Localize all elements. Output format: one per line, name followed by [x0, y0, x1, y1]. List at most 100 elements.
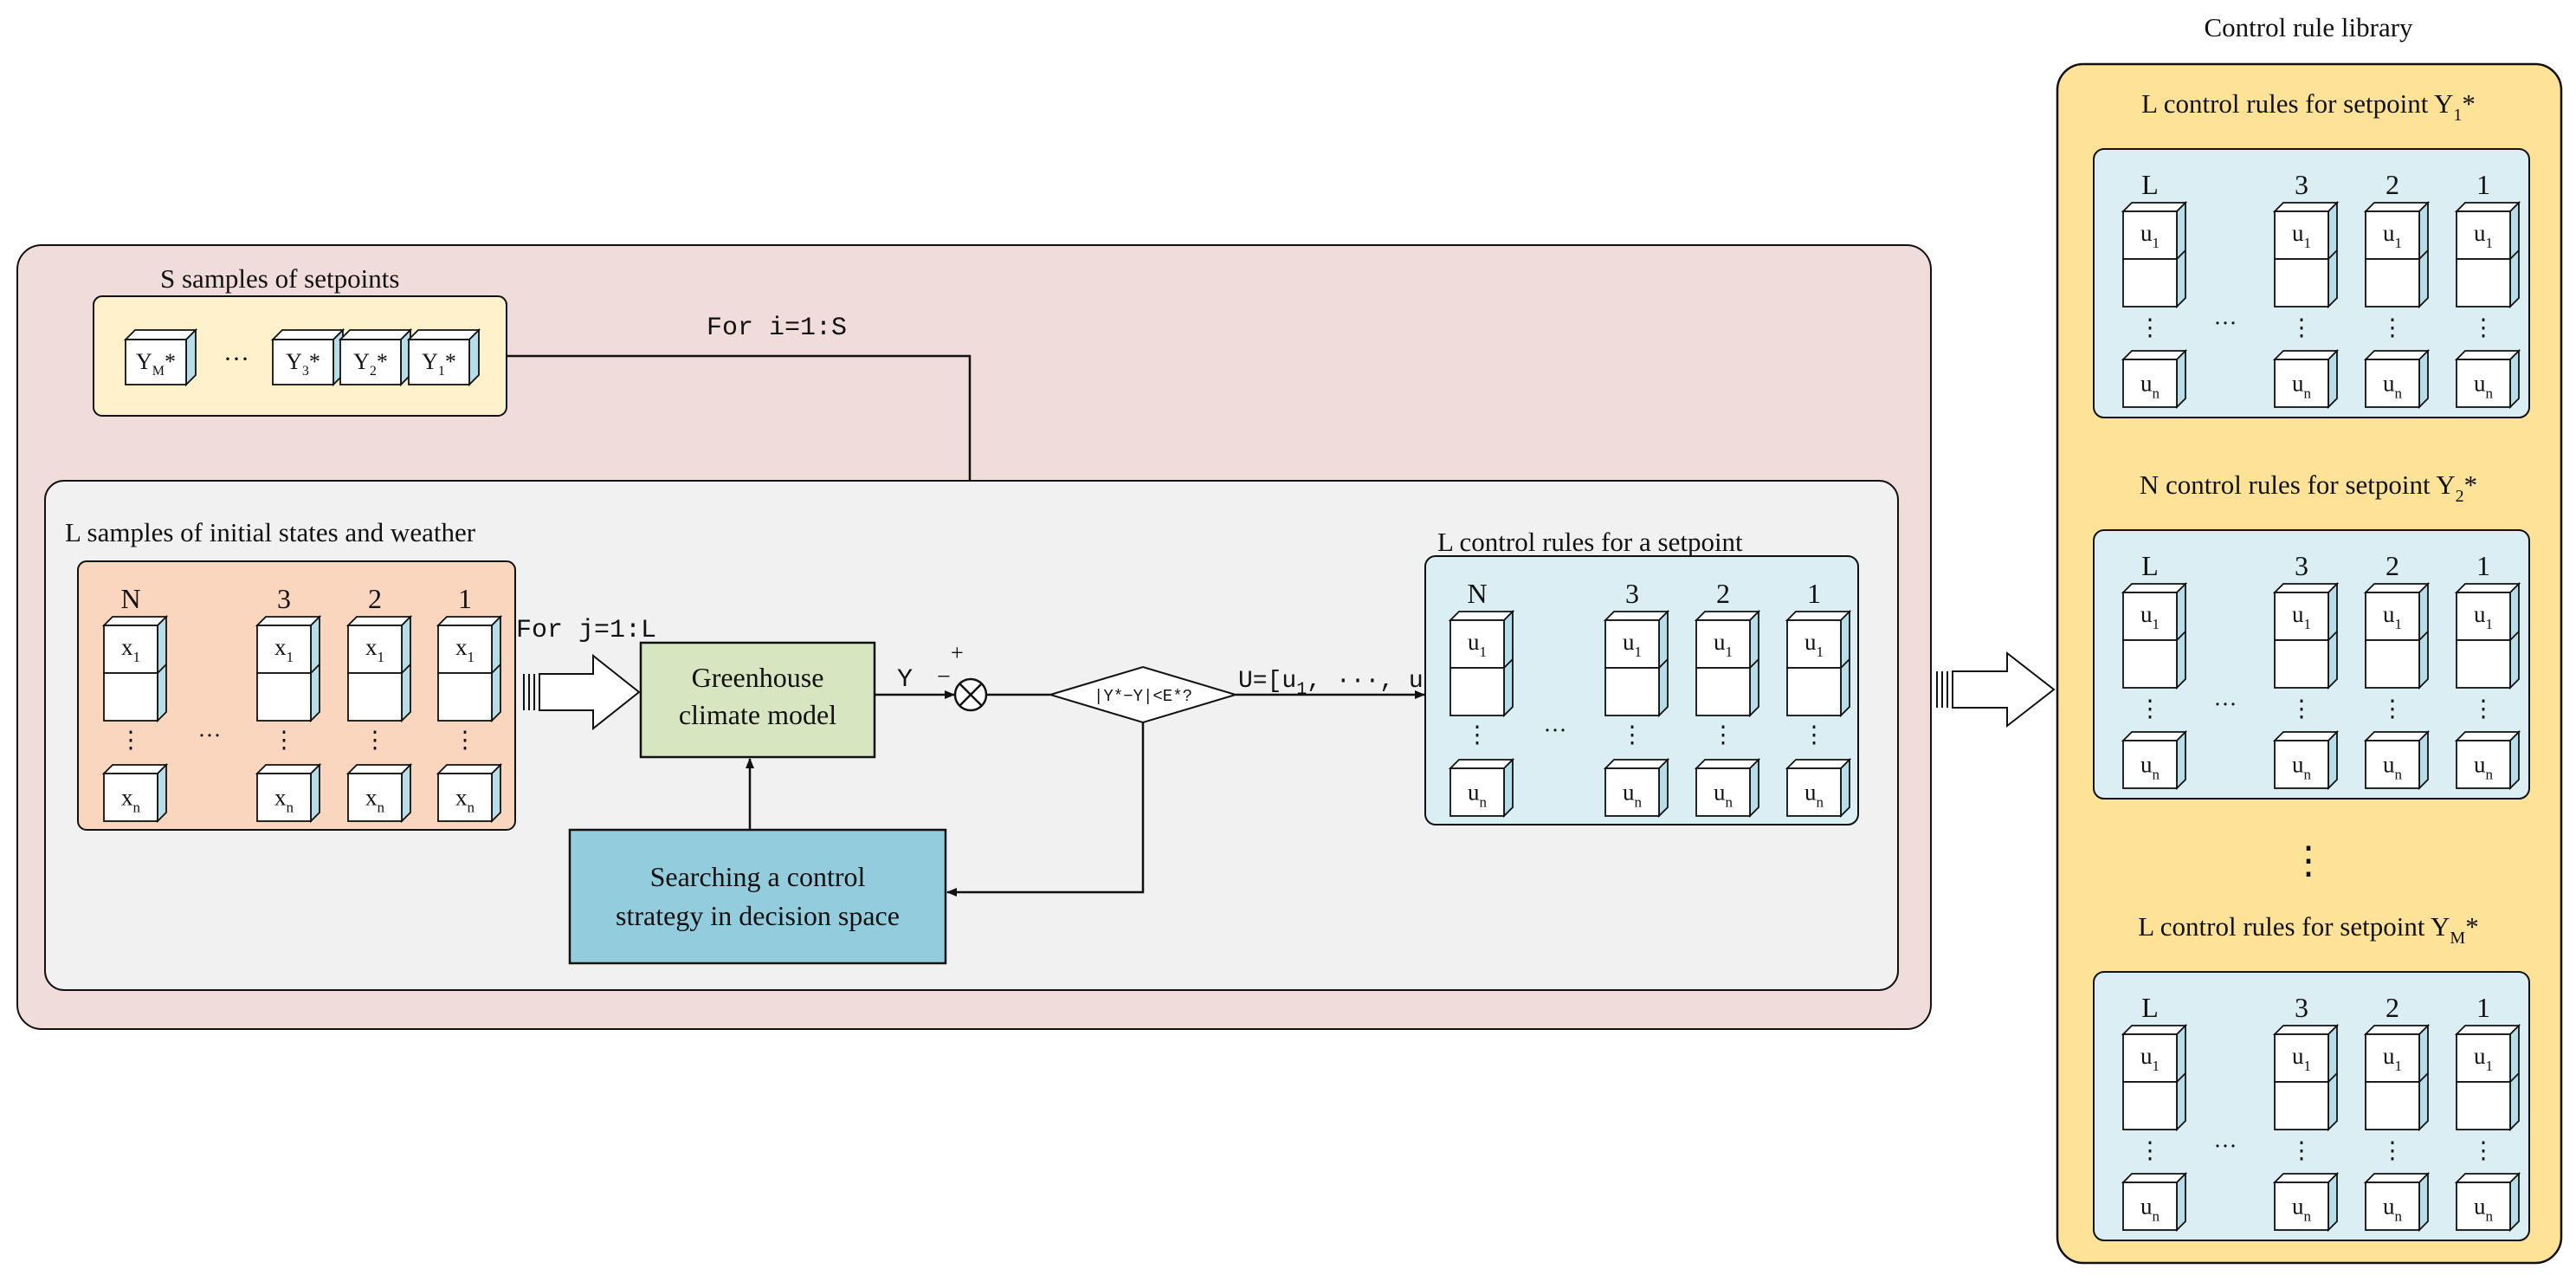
- column-vdots: ⋮: [1803, 722, 1826, 748]
- bottom-element-label: xn: [274, 784, 294, 815]
- bottom-element-label: xn: [365, 784, 385, 815]
- top-element-stack: [345, 614, 413, 723]
- top-element-label: u1: [2474, 601, 2493, 632]
- top-element-stack: [101, 614, 169, 723]
- bottom-element-cube: [2363, 348, 2431, 410]
- column-header: 1: [1807, 578, 1821, 609]
- top-element-stack: [1694, 609, 1761, 718]
- bottom-element-cube: [1694, 757, 1761, 819]
- initial-states-title: L samples of initial states and weather: [65, 517, 476, 547]
- setpoint-ellipsis: ···: [223, 345, 249, 373]
- setpoint-cubes: YM*Y3*Y2*Y1*: [123, 327, 481, 387]
- setpoint-cube: [270, 327, 345, 387]
- bottom-element-cube: [436, 762, 503, 824]
- bottom-element-cube: [2454, 348, 2521, 410]
- top-element-label: u1: [2383, 601, 2402, 632]
- setpoint-cube-label: Y1*: [422, 349, 456, 379]
- column-header: N: [120, 583, 140, 614]
- column-vdots: ⋮: [454, 727, 477, 753]
- signal-y-label: Y: [897, 665, 913, 695]
- column-vdots: ⋮: [119, 727, 143, 753]
- setpoint-cube: [406, 327, 481, 387]
- top-element-label: u1: [1468, 629, 1487, 660]
- bottom-element-label: xn: [121, 784, 141, 815]
- column-vdots: ⋮: [2381, 1137, 2405, 1163]
- bottom-element-label: un: [2292, 751, 2312, 782]
- column-vdots: ⋮: [364, 727, 387, 753]
- bottom-element-cube: [101, 762, 169, 824]
- library-groups: L control rules for setpoint Y1*Lu1⋮un3u…: [2093, 88, 2530, 1241]
- column-vdots: ⋮: [1621, 722, 1644, 748]
- column-vdots: ⋮: [2472, 1137, 2495, 1163]
- top-element-label: u1: [2140, 220, 2160, 251]
- library-hollow-arrow: [1936, 651, 2056, 728]
- column-vdots: ⋮: [1712, 722, 1735, 748]
- column-header: L: [2141, 992, 2159, 1023]
- bottom-element-cube: [2272, 1171, 2340, 1233]
- top-element-label: u1: [2383, 220, 2402, 251]
- top-element-label: u1: [2292, 601, 2311, 632]
- bottom-element-cube: [255, 762, 322, 824]
- library-title: Control rule library: [2204, 12, 2413, 42]
- plus-sign: +: [951, 640, 964, 665]
- bottom-element-label: un: [2383, 370, 2403, 401]
- input-hollow-arrow: [523, 653, 641, 731]
- bottom-element-label: un: [2292, 370, 2312, 401]
- greenhouse-model-line2: climate model: [679, 699, 836, 730]
- bottom-element-cube: [2121, 348, 2188, 410]
- decision-condition: |Y*−Y|<E*?: [1094, 687, 1192, 706]
- library-group-title: L control rules for setpoint Y1*: [2141, 88, 2476, 125]
- top-element-label: u1: [2140, 1043, 2160, 1074]
- top-element-label: u1: [2474, 1043, 2493, 1074]
- top-element-label: x1: [365, 634, 384, 665]
- library-group-title: N control rules for setpoint Y2*: [2140, 469, 2477, 506]
- bottom-element-label: un: [1804, 779, 1824, 810]
- column-vdots: ⋮: [2290, 696, 2314, 722]
- column-header: 1: [458, 583, 472, 614]
- column-header: 2: [368, 583, 382, 614]
- column-header: 2: [2386, 169, 2399, 200]
- top-element-label: u1: [2140, 601, 2160, 632]
- top-element-stack: [2272, 581, 2340, 690]
- top-element-stack: [436, 614, 503, 723]
- bottom-element-cube: [2121, 729, 2188, 791]
- bottom-element-cube: [2272, 348, 2340, 410]
- bottom-element-label: un: [2383, 751, 2403, 782]
- bottom-element-label: un: [1714, 779, 1733, 810]
- top-element-stack: [2454, 1023, 2521, 1132]
- bottom-element-label: un: [2140, 370, 2160, 401]
- library-group: L control rules for setpoint Y1*Lu1⋮un3u…: [2093, 88, 2530, 418]
- column-header: 3: [277, 583, 291, 614]
- setpoint-cube-label: Y3*: [286, 349, 320, 379]
- bottom-element-label: un: [2474, 751, 2494, 782]
- row-ellipsis: ···: [2214, 691, 2237, 717]
- column-header: 1: [2476, 169, 2490, 200]
- top-element-stack: [2121, 1023, 2188, 1132]
- feedback-path: [946, 722, 1145, 897]
- column-vdots: ⋮: [2290, 314, 2314, 340]
- library-vdots: ⋮: [2289, 839, 2327, 882]
- top-element-label: x1: [274, 634, 294, 665]
- library-group: N control rules for setpoint Y2*Lu1⋮un3u…: [2093, 469, 2530, 800]
- top-element-stack: [2272, 1023, 2340, 1132]
- column-header: 2: [1716, 578, 1730, 609]
- column-header: N: [1467, 578, 1487, 609]
- top-element-label: u1: [1623, 629, 1642, 660]
- bottom-element-label: un: [2383, 1193, 2403, 1224]
- loop-j-label: For j=1:L: [516, 616, 656, 645]
- loop-i-label: For i=1:S: [707, 314, 847, 343]
- column-vdots: ⋮: [2381, 314, 2405, 340]
- column-header: L: [2141, 550, 2159, 581]
- bottom-element-cube: [1603, 757, 1670, 819]
- greenhouse-climate-model: [639, 641, 876, 759]
- search-control-strategy: [568, 828, 947, 965]
- bottom-element-cube: [1785, 757, 1852, 819]
- top-element-stack: [2272, 200, 2340, 309]
- library-group-title: L control rules for setpoint YM*: [2138, 911, 2478, 948]
- bottom-element-label: un: [2140, 751, 2160, 782]
- bottom-element-cube: [2272, 729, 2340, 791]
- row-ellipsis: ···: [2214, 310, 2237, 336]
